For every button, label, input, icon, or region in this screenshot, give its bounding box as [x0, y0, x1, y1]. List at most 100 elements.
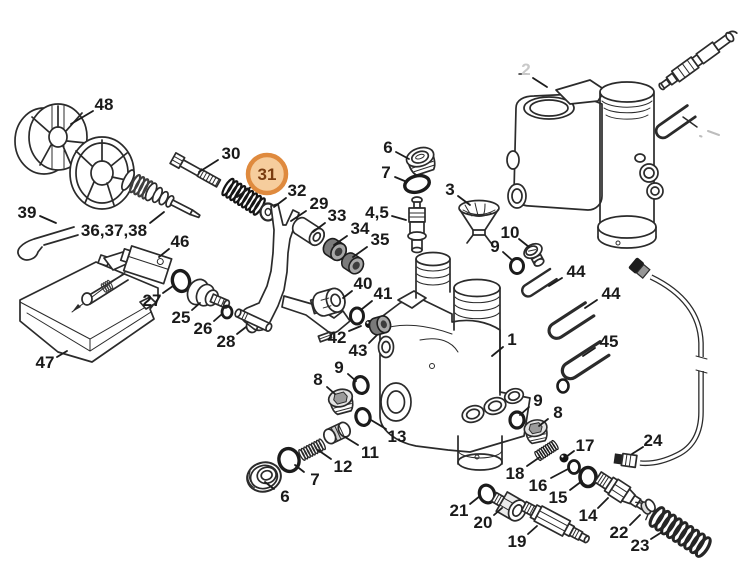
part-label-12[interactable]: 12 — [317, 449, 353, 476]
part-label-33[interactable]: 33 — [312, 206, 346, 233]
part-number-text: 31 — [258, 165, 277, 184]
part-label-46[interactable]: 46 — [158, 232, 189, 258]
part-label-22[interactable]: 22 — [610, 514, 641, 542]
leader-line — [493, 507, 503, 516]
part-label-16[interactable]: 16 — [529, 468, 569, 495]
part-label-26[interactable]: 26 — [194, 313, 223, 338]
part-label-14[interactable]: 14 — [579, 497, 609, 525]
leader-line — [532, 77, 548, 88]
part-fitting-14 — [593, 471, 647, 511]
leader-line — [348, 325, 362, 332]
part-label-28[interactable]: 28 — [217, 326, 247, 351]
part-valve-body-19 — [520, 500, 590, 544]
part-label-44[interactable]: 44 — [548, 262, 586, 287]
part-number-text: 41 — [374, 284, 393, 303]
part-number-text: 34 — [351, 219, 370, 238]
part-label-7[interactable]: 7 — [381, 163, 408, 183]
part-label-8[interactable]: 8 — [538, 403, 563, 427]
part-number-text: 7 — [310, 470, 319, 489]
part-number-text: 28 — [217, 332, 236, 351]
part-piston-25 — [186, 278, 231, 309]
part-label-24[interactable]: 24 — [631, 431, 663, 455]
part-hose-24 — [613, 257, 708, 469]
faded-mark — [699, 130, 720, 138]
part-label-1[interactable]: 1 — [491, 330, 517, 357]
leader-line — [469, 495, 481, 505]
part-label-6[interactable]: 6 — [264, 481, 290, 506]
part-label-32[interactable]: 32 — [273, 181, 306, 208]
part-number-text: 10 — [501, 223, 520, 242]
part-label-27[interactable]: 27 — [143, 285, 174, 310]
highlight-ring — [245, 152, 289, 196]
part-label-25[interactable]: 25 — [172, 302, 201, 327]
part-label-13[interactable]: 13 — [370, 419, 407, 446]
part-label-42[interactable]: 42 — [328, 325, 362, 347]
part-label-43[interactable]: 43 — [349, 334, 378, 360]
part-number-text: 8 — [553, 403, 562, 422]
part-number-text: 22 — [610, 523, 629, 542]
part-label-17[interactable]: 17 — [565, 436, 595, 458]
part-label-44[interactable]: 44 — [584, 284, 621, 309]
part-label-34[interactable]: 34 — [333, 219, 370, 246]
leader-line — [213, 313, 223, 322]
part-label-30[interactable]: 30 — [198, 144, 241, 173]
part-label-4-5[interactable]: 4,5 — [365, 203, 407, 222]
part-number-text: 4,5 — [365, 203, 389, 222]
part-label-7[interactable]: 7 — [294, 464, 320, 489]
part-number-text: 13 — [388, 427, 407, 446]
part-label-23[interactable]: 23 — [631, 531, 663, 555]
part-label-11[interactable]: 11 — [344, 436, 379, 462]
part-valve-cage-11 — [322, 421, 352, 445]
leader-line — [56, 350, 68, 358]
part-label-41[interactable]: 41 — [361, 284, 393, 310]
part-nut-43 — [368, 315, 392, 336]
part-number-text: 23 — [631, 536, 650, 555]
part-oring-small-unlabeled — [556, 378, 570, 394]
part-label-36-37-38[interactable]: 36,37,38 — [81, 211, 165, 240]
leader-line — [565, 450, 575, 458]
part-valve-4-5 — [407, 196, 427, 254]
part-label-31[interactable]: 31 — [236, 152, 289, 198]
part-label-2[interactable]: 2 — [521, 60, 548, 88]
part-number-text: 12 — [334, 457, 353, 476]
part-label-39[interactable]: 39 — [18, 203, 57, 224]
leader-line — [582, 347, 596, 357]
part-label-47[interactable]: 47 — [36, 350, 68, 372]
part-label-45[interactable]: 45 — [582, 332, 618, 357]
part-label-48[interactable]: 48 — [70, 95, 113, 125]
part-label-35[interactable]: 35 — [352, 230, 389, 258]
part-number-text: 7 — [381, 163, 390, 182]
part-label-9[interactable]: 9 — [519, 391, 543, 416]
part-number-text: 17 — [576, 436, 595, 455]
labels-layer: 483936,37,3830313229333435674,5321094444… — [18, 60, 663, 555]
part-number-text: 16 — [529, 476, 548, 495]
leader-line — [344, 436, 359, 446]
part-number-text: 30 — [222, 144, 241, 163]
part-label-18[interactable]: 18 — [506, 456, 541, 483]
part-number-text: 1 — [507, 330, 516, 349]
part-label-21[interactable]: 21 — [450, 495, 481, 520]
leader-line — [518, 238, 530, 248]
part-label-10[interactable]: 10 — [501, 223, 530, 248]
part-oring-9-right — [508, 410, 526, 430]
leader-line — [347, 373, 357, 382]
part-number-text: 3 — [445, 180, 454, 199]
part-label-19[interactable]: 19 — [508, 525, 538, 551]
part-number-text: 2 — [521, 60, 530, 79]
part-label-40[interactable]: 40 — [342, 274, 372, 299]
part-label-8[interactable]: 8 — [313, 370, 336, 395]
leader-line — [569, 480, 583, 491]
part-label-20[interactable]: 20 — [474, 507, 503, 532]
part-label-15[interactable]: 15 — [549, 480, 583, 507]
part-label-3[interactable]: 3 — [445, 180, 471, 206]
part-oring-26 — [220, 304, 234, 320]
part-label-9[interactable]: 9 — [490, 237, 513, 261]
leader-line — [527, 525, 538, 535]
part-label-6[interactable]: 6 — [383, 138, 410, 160]
part-label-9[interactable]: 9 — [334, 358, 357, 382]
leader-line — [502, 251, 513, 261]
part-label-29[interactable]: 29 — [290, 194, 328, 222]
leader-line — [584, 299, 598, 309]
part-number-text: 20 — [474, 513, 493, 532]
